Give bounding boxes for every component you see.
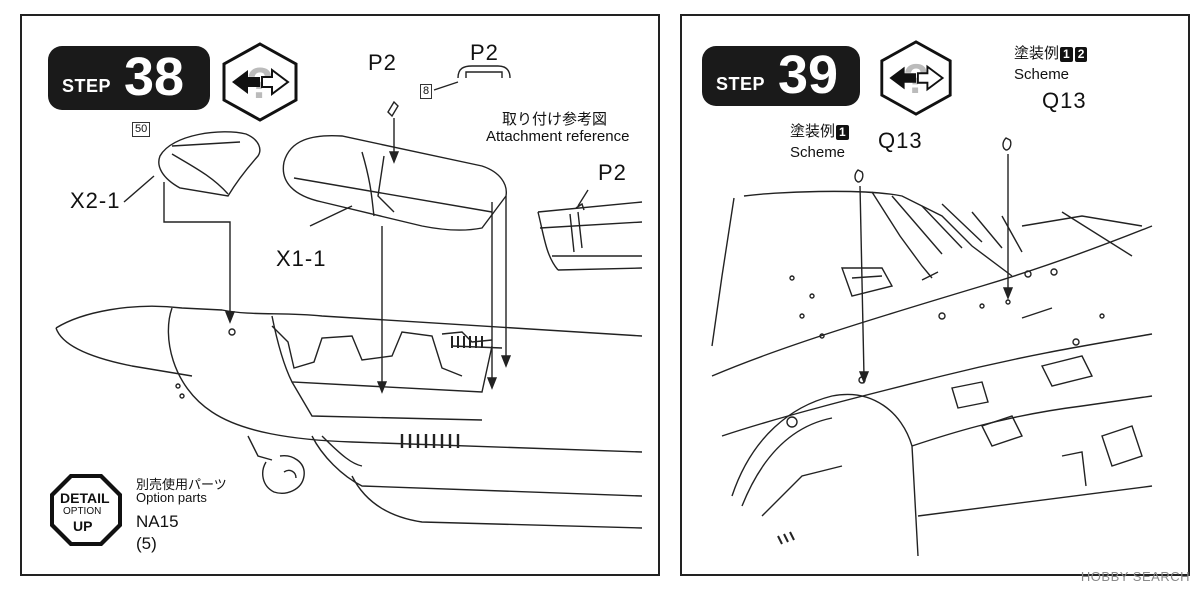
scheme1-jp: 塗装例 — [790, 123, 836, 140]
p2-large-label: P2 — [470, 40, 499, 65]
attach-en: Attachment reference — [486, 128, 630, 145]
q13-left-label: Q13 — [878, 128, 923, 153]
p2-large-ref: 8 — [420, 84, 433, 99]
detail-option-octagon-icon — [50, 474, 122, 546]
p2-ref-label: P2 — [598, 160, 627, 185]
step-38-word: STEP — [62, 76, 112, 96]
flip-arrow-icon: ? — [222, 42, 298, 122]
detail-mid: OPTION — [63, 506, 102, 517]
step-39-badge: STEP 39 — [702, 46, 860, 106]
step-38-panel: STEP 38 ? P2 P2 8 50 X2-1 X1-1 取り付け参考図 A… — [20, 14, 660, 576]
option-en: Option parts — [136, 490, 207, 505]
watermark: HOBBY SEARCH — [1080, 569, 1190, 584]
fuselage-nose — [55, 305, 643, 337]
detail-top: DETAIL — [60, 490, 110, 506]
flip-arrow-icon-39: ? — [880, 40, 952, 116]
step-39-word: STEP — [716, 74, 766, 94]
step-39-number: 39 — [778, 45, 839, 105]
x1-canopy — [282, 134, 507, 231]
scheme12-n2: 2 — [1074, 47, 1088, 62]
x2-ref: 50 — [132, 122, 151, 137]
option-jp: 別売使用パーツ — [136, 477, 227, 492]
q13-right-label: Q13 — [1042, 88, 1087, 113]
option-qty: (5) — [136, 534, 157, 553]
x1-label: X1-1 — [276, 246, 327, 271]
step-38-illustration — [55, 65, 643, 529]
x2-canopy — [158, 131, 261, 197]
scheme12-jp: 塗装例 — [1014, 45, 1060, 62]
option-part: NA15 — [136, 512, 179, 531]
attach-jp: 取り付け参考図 — [502, 111, 608, 128]
step-39-illustration — [711, 137, 1153, 557]
scheme12-n1: 1 — [1060, 47, 1073, 62]
scheme12-en: Scheme — [1014, 66, 1070, 83]
detail-bot: UP — [73, 518, 93, 534]
scheme1-n1: 1 — [836, 125, 849, 140]
p2-small-label: P2 — [368, 50, 397, 75]
x2-label: X2-1 — [70, 188, 121, 213]
step-38-badge: STEP 38 — [48, 46, 210, 110]
step-38-number: 38 — [124, 47, 185, 107]
scheme1-en: Scheme — [790, 144, 846, 161]
